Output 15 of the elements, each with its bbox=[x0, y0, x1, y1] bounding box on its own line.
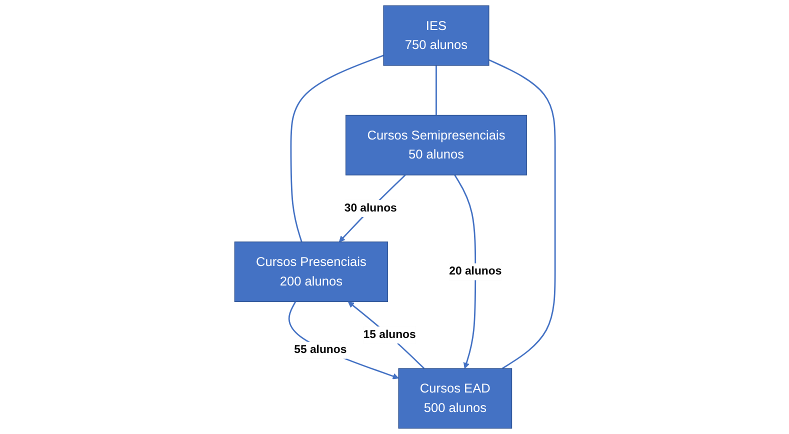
edge-label: 30 alunos bbox=[344, 202, 396, 214]
node-box: IES 750 alunos bbox=[382, 5, 489, 66]
edge-label: 55 alunos bbox=[294, 344, 346, 356]
arrow bbox=[454, 174, 476, 369]
connector bbox=[290, 54, 384, 242]
arrow bbox=[338, 174, 406, 242]
edge-label: 20 alunos bbox=[448, 265, 502, 278]
connector bbox=[488, 59, 556, 370]
edge-label: 15 alunos bbox=[362, 328, 416, 341]
node-box: Cursos Semipresenciais 50 alunos bbox=[345, 114, 527, 176]
arrow bbox=[288, 301, 398, 380]
connector bbox=[435, 65, 437, 116]
node-box: Cursos EAD 500 alunos bbox=[398, 368, 512, 429]
arrow bbox=[348, 301, 424, 370]
node-box: Cursos Presenciais 200 alunos bbox=[234, 242, 388, 302]
